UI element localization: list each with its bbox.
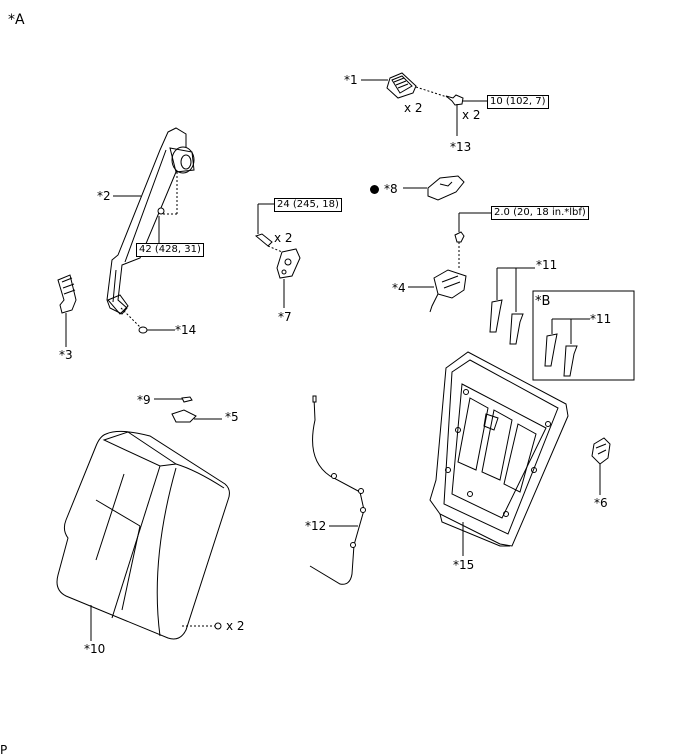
part-label-9: *9	[137, 393, 151, 407]
part-3-bracket-drawing	[57, 274, 77, 347]
part-label-3: *3	[59, 348, 73, 362]
part-2-seat-belt-drawing	[106, 127, 195, 328]
part-15-frame-drawing	[429, 351, 569, 556]
view-label: *A	[8, 12, 25, 28]
part-label-13: *13	[450, 140, 472, 154]
inset-b-box	[532, 290, 635, 381]
quantity-label-7: x 2	[274, 231, 293, 245]
part-8-cap-drawing	[403, 175, 465, 201]
part-9-5-drawing	[154, 396, 222, 423]
part-12-cable-drawing	[309, 395, 366, 585]
part-7-hinge-drawing	[254, 203, 301, 308]
part-label-4: *4	[392, 281, 406, 295]
inset-label-b: *B	[535, 294, 551, 309]
part-10-seatback-drawing	[56, 430, 230, 641]
part-label-10: *10	[84, 642, 106, 656]
part-1-cover-drawing	[361, 72, 448, 99]
part-14-nut-drawing	[138, 326, 175, 334]
part-label-2: *2	[97, 189, 111, 203]
part-6-latch-drawing	[591, 437, 611, 495]
part-label-12: *12	[305, 519, 327, 533]
quantity-label-1: x 2	[404, 101, 423, 115]
part-13-bolt-drawing	[445, 94, 488, 136]
part-4-latch-drawing	[408, 212, 491, 313]
quantity-label-10: x 2	[226, 619, 245, 633]
part-label-15: *15	[453, 558, 475, 572]
part-label-14: *14	[175, 323, 197, 337]
part-label-6: *6	[594, 496, 608, 510]
part-label-11-inset: *11	[590, 312, 612, 326]
part-label-8: *8	[384, 182, 398, 196]
torque-label-4: 2.0 (20, 18 in.*lbf)	[491, 206, 589, 220]
quantity-label-13: x 2	[462, 108, 481, 122]
special-mark-dot	[370, 185, 379, 194]
torque-label-13: 10 (102, 7)	[487, 95, 549, 109]
part-11-pins-drawing	[489, 267, 535, 345]
part-label-1: *1	[344, 73, 358, 87]
part-label-11-main: *11	[536, 258, 558, 272]
part-label-7: *7	[278, 310, 292, 324]
torque-label-7: 24 (245, 18)	[274, 198, 342, 212]
torque-label-2: 42 (428, 31)	[136, 243, 204, 257]
footer-mark: P	[0, 743, 8, 755]
part-label-5: *5	[225, 410, 239, 424]
